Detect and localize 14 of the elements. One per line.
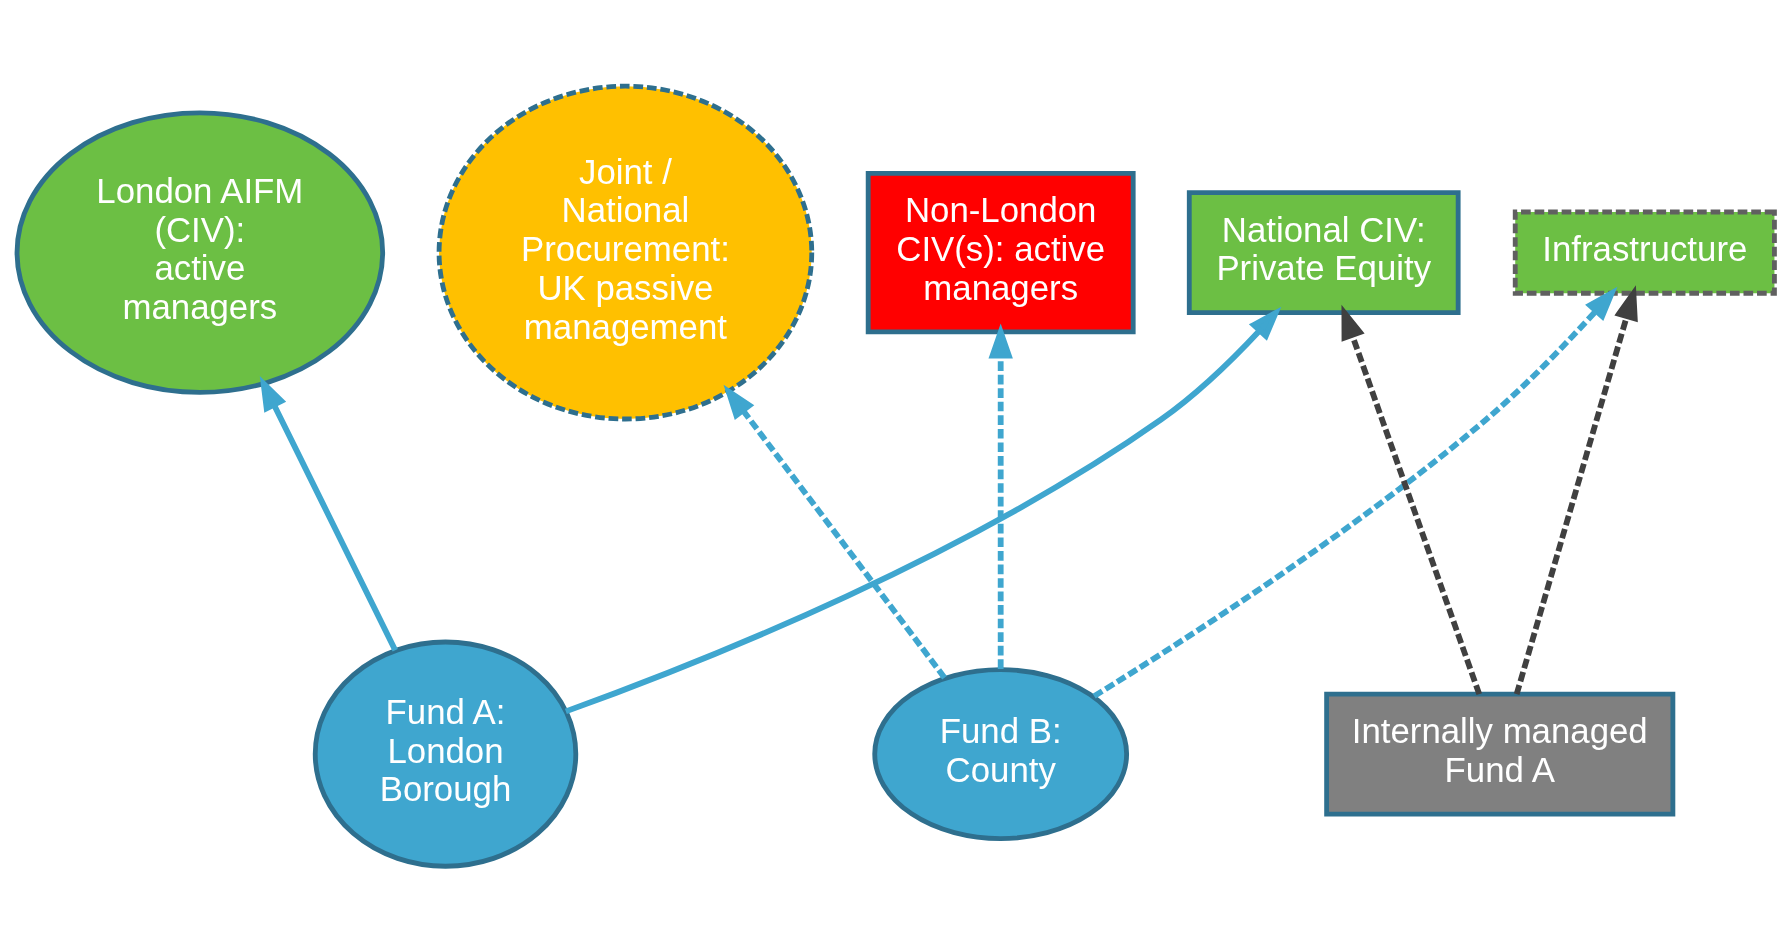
node-box: National CIV: Private Equity xyxy=(1186,190,1461,315)
node-ellipse: Fund A: London Borough xyxy=(312,639,579,869)
node-box: Infrastructure xyxy=(1512,209,1777,296)
arrow xyxy=(1341,304,1482,696)
arrow xyxy=(723,384,947,680)
arrow xyxy=(259,375,398,652)
arrow xyxy=(564,306,1282,715)
arrow xyxy=(988,323,1013,669)
node-box: Non-London CIV(s): active managers xyxy=(865,170,1136,335)
node-ellipse: London AIFM (CIV): active managers xyxy=(14,110,386,395)
arrow xyxy=(1513,285,1638,695)
node-ellipse: Fund B: County xyxy=(872,667,1130,841)
node-box: Internally managed Fund A xyxy=(1324,691,1676,817)
arrow xyxy=(1092,286,1618,699)
